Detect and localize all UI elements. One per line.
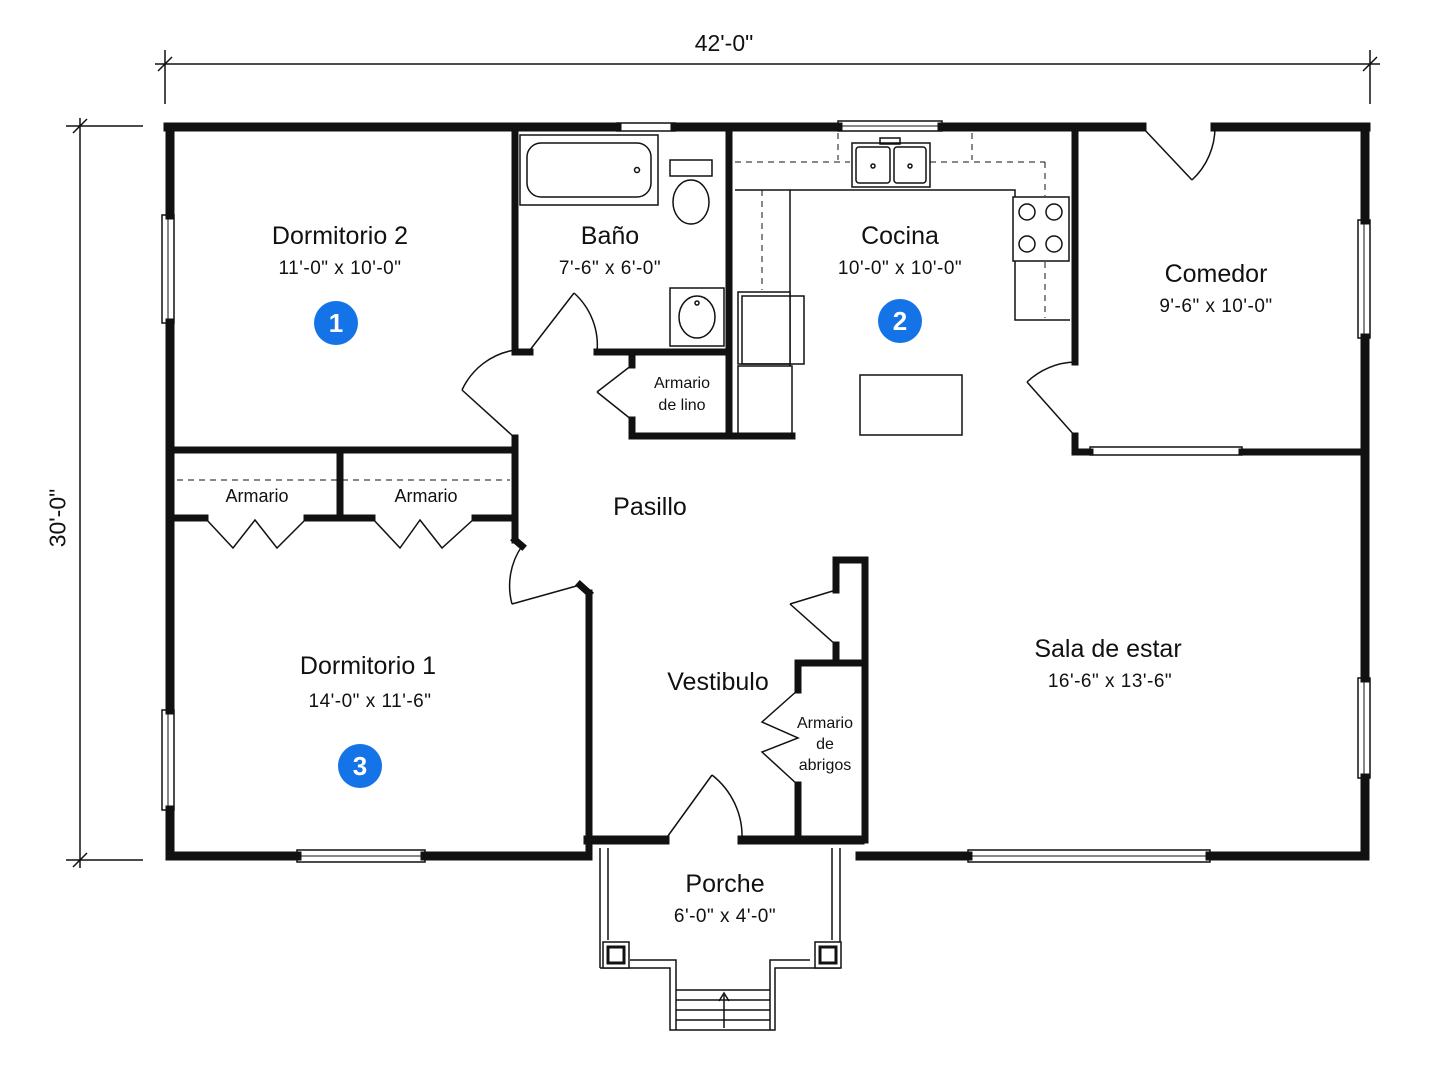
room-size-dormitorio-2: 11'-0" x 10'-0" bbox=[278, 258, 402, 279]
room-badge-1[interactable]: 1 bbox=[314, 301, 358, 345]
label-armario-abrigos-2: de bbox=[816, 736, 834, 753]
room-size-comedor: 9'-6" x 10'-0" bbox=[1159, 296, 1273, 317]
room-size-porche: 6'-0" x 4'-0" bbox=[673, 906, 777, 927]
room-name-comedor: Comedor bbox=[1164, 260, 1268, 288]
room-size-dormitorio-1: 14'-0" x 11'-6" bbox=[308, 691, 432, 712]
overall-width-label: 42'-0" bbox=[694, 30, 754, 56]
room-name-dormitorio-1: Dormitorio 1 bbox=[299, 652, 437, 680]
room-name-dormitorio-2: Dormitorio 2 bbox=[271, 222, 409, 250]
label-armario-abrigos-3: abrigos bbox=[798, 757, 852, 774]
overall-height-label: 30'-0" bbox=[44, 488, 71, 548]
label-pasillo: Pasillo bbox=[613, 493, 687, 521]
room-badge-3[interactable]: 3 bbox=[338, 744, 382, 788]
room-size-cocina: 10'-0" x 10'-0" bbox=[837, 258, 963, 279]
doors bbox=[204, 126, 1216, 841]
room-name-sala: Sala de estar bbox=[1034, 635, 1182, 663]
label-armario-a: Armario bbox=[225, 486, 289, 506]
room-name-bano: Baño bbox=[580, 222, 640, 250]
label-armario-abrigos-1: Armario bbox=[796, 715, 854, 732]
label-vestibulo: Vestibulo bbox=[667, 668, 769, 696]
walls bbox=[163, 122, 1371, 861]
label-armario-b: Armario bbox=[394, 486, 458, 506]
room-name-porche: Porche bbox=[685, 870, 765, 898]
room-size-sala: 16'-6" x 13'-6" bbox=[1047, 671, 1173, 692]
room-name-cocina: Cocina bbox=[861, 222, 939, 250]
dimension-lines bbox=[66, 50, 1380, 868]
label-armario-lino-1: Armario bbox=[653, 375, 711, 392]
porch bbox=[599, 848, 842, 1031]
label-armario-lino-2: de lino bbox=[658, 397, 706, 414]
room-badge-2[interactable]: 2 bbox=[878, 299, 922, 343]
bath-fixtures bbox=[519, 134, 725, 347]
room-size-bano: 7'-6" x 6'-0" bbox=[558, 258, 662, 279]
